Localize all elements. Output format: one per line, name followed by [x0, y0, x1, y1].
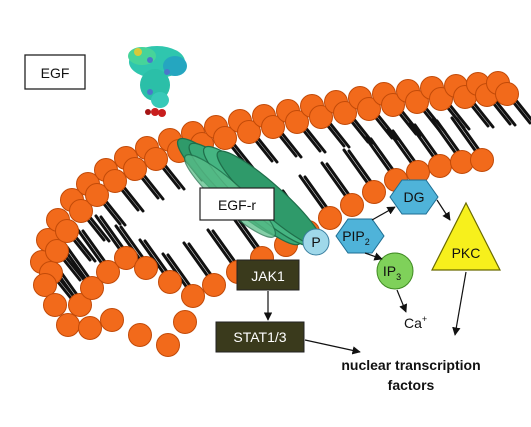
egf-label: EGF	[41, 65, 70, 81]
egf-r-label-box: EGF-r	[199, 187, 275, 221]
arrow-pip2-to-ip3	[364, 252, 383, 261]
ca-superscript: +	[422, 314, 427, 324]
lipid-head	[181, 284, 205, 308]
lipid-head	[100, 308, 124, 332]
arrow-pip2-to-dg	[371, 206, 396, 221]
ip3-label: IP	[383, 263, 396, 279]
lipid-head	[470, 148, 494, 172]
lipid-head	[78, 316, 102, 340]
lipid-head	[33, 273, 57, 297]
lipid-head	[45, 239, 69, 263]
lipid-head	[103, 169, 127, 193]
lipid-head	[202, 273, 226, 297]
dg-label: DG	[404, 189, 425, 205]
lipid-head	[85, 183, 109, 207]
pip2-subscript: 2	[365, 237, 370, 247]
lipid-head	[362, 180, 386, 204]
lipid-head	[333, 101, 357, 125]
arrow-stat-to-nuclear	[304, 339, 361, 355]
lipid-head	[309, 105, 333, 129]
lipid-head	[158, 270, 182, 294]
lipid-head	[428, 154, 452, 178]
jak1-node: JAK1	[236, 259, 300, 291]
lipid-head	[144, 147, 168, 171]
egf-label-box: EGF	[24, 54, 86, 90]
jak1-label: JAK1	[251, 268, 285, 284]
lipid-heads	[30, 71, 519, 357]
nuclear-factors-line1: nuclear transcription	[341, 357, 480, 373]
pip2-label: PIP	[342, 228, 365, 244]
lipid-head	[357, 97, 381, 121]
egf-r-label: EGF-r	[218, 197, 256, 213]
ca-label-group: Ca+	[404, 314, 427, 331]
lipid-head	[450, 150, 474, 174]
lipid-head	[261, 115, 285, 139]
ip3-node: IP3	[376, 252, 414, 290]
lipid-head	[173, 310, 197, 334]
ip3-subscript: 3	[396, 272, 401, 282]
lipid-head	[495, 82, 519, 106]
phosphate-node: P	[302, 228, 330, 256]
dg-node: DG	[389, 179, 439, 215]
lipid-head	[96, 260, 120, 284]
p-label: P	[311, 234, 320, 250]
lipid-head	[114, 246, 138, 270]
lipid-head	[55, 219, 79, 243]
pkc-node: PKC	[431, 201, 501, 271]
lipid-head	[68, 293, 92, 317]
lipid-head	[80, 276, 104, 300]
lipid-head	[156, 333, 180, 357]
lipid-head	[213, 126, 237, 150]
lipid-head	[123, 157, 147, 181]
nuclear-factors-line2: factors	[388, 377, 435, 393]
lipid-head	[43, 293, 67, 317]
lipid-head	[405, 90, 429, 114]
stat-node: STAT1/3	[215, 321, 305, 353]
lipid-head	[56, 313, 80, 337]
ca-label: Ca	[404, 315, 422, 331]
stat-label: STAT1/3	[233, 329, 286, 345]
pip2-node: PIP2	[335, 218, 385, 254]
arrow-pkc-to-nuclear	[452, 271, 467, 336]
lipid-head	[285, 110, 309, 134]
lipid-head	[237, 120, 261, 144]
lipid-head	[128, 323, 152, 347]
lipid-head	[318, 206, 342, 230]
lipid-head	[69, 199, 93, 223]
lipid-head	[134, 256, 158, 280]
arrow-ip3-to-ca	[396, 289, 408, 313]
svg-text:IP3: IP3	[383, 263, 401, 282]
pathway-arrows	[263, 199, 467, 355]
svg-text:PIP2: PIP2	[342, 228, 370, 247]
pkc-label: PKC	[452, 245, 481, 261]
lipid-head	[381, 93, 405, 117]
lipid-head	[340, 193, 364, 217]
egf-protein-structure-icon	[128, 46, 187, 117]
arrow-dg-to-pkc	[436, 199, 451, 221]
